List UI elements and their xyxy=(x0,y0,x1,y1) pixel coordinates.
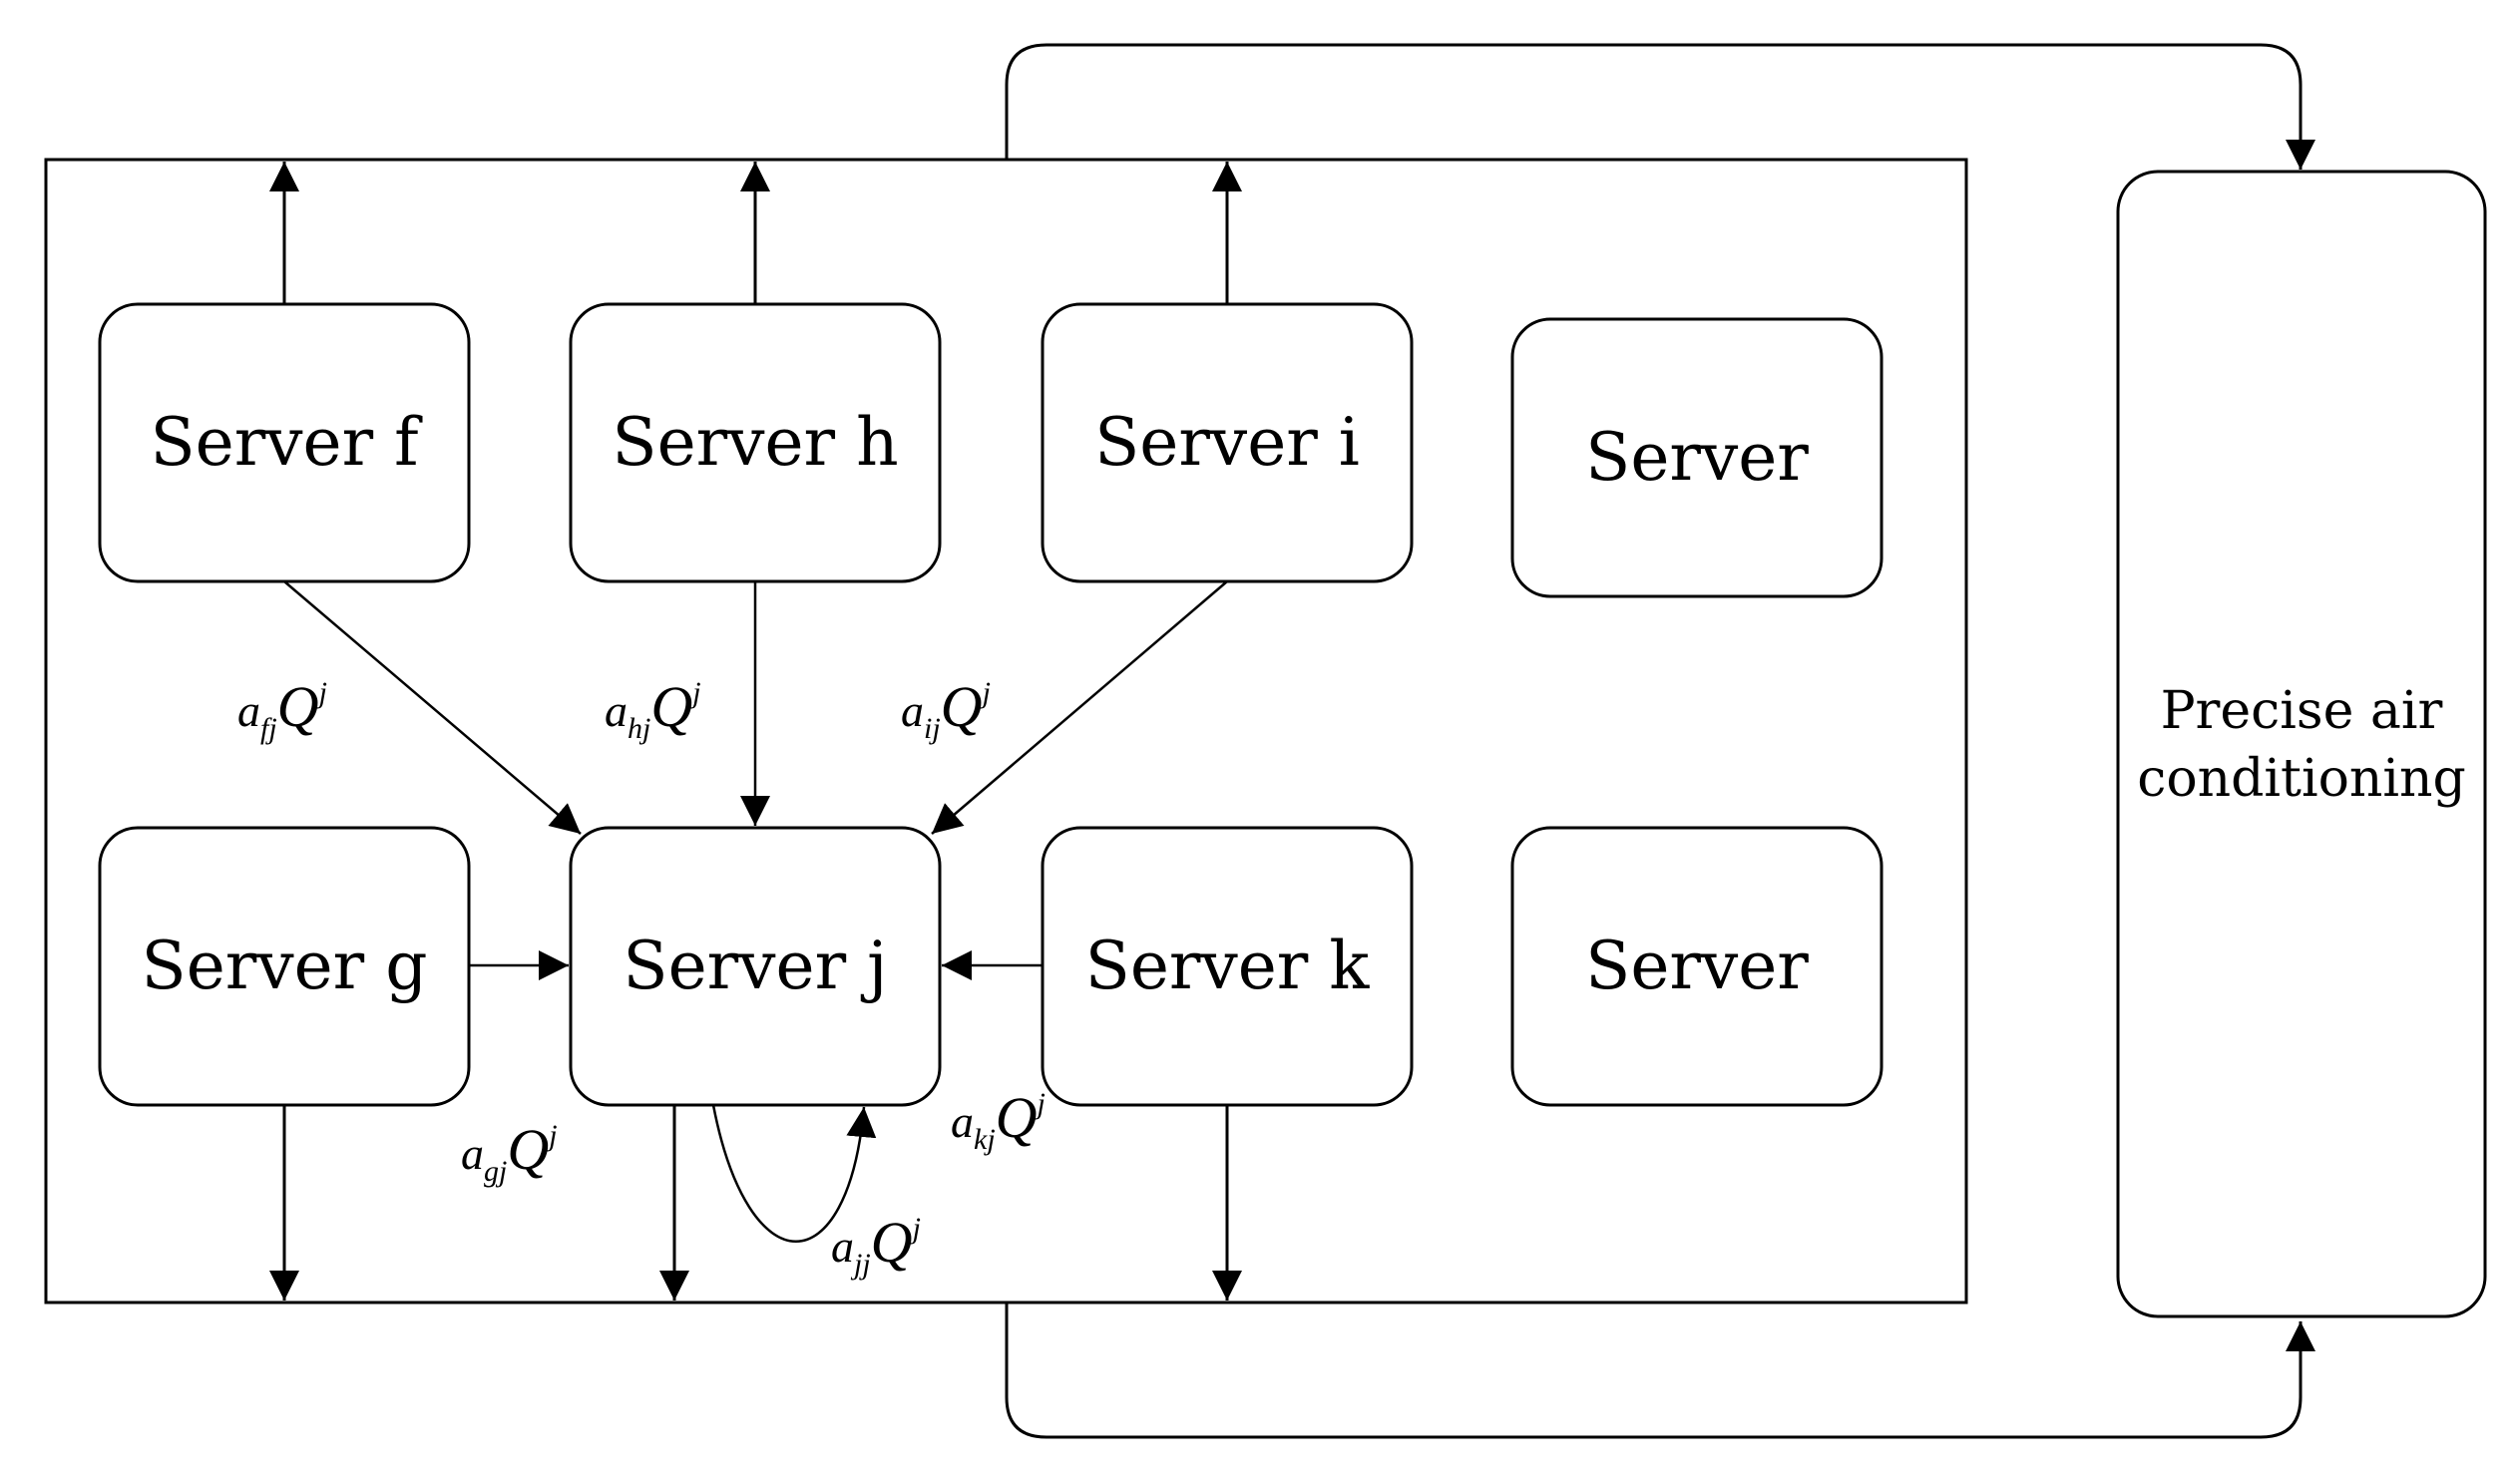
arrow-i-to-j xyxy=(931,580,1228,835)
server-i-label: Server i xyxy=(1094,404,1360,481)
coef-hj-label: ahjQj xyxy=(605,674,701,745)
server-j-label: Server j xyxy=(623,928,887,1004)
server-top-right-label: Server xyxy=(1585,419,1809,496)
coef-kj-label: akjQj xyxy=(951,1085,1046,1156)
coef-fj-label: afjQj xyxy=(237,674,327,745)
server-bottom-right-label: Server xyxy=(1585,928,1809,1004)
coef-ij-label: aijQj xyxy=(901,674,991,745)
server-g-label: Server g xyxy=(142,928,428,1004)
arrow-f-to-j xyxy=(283,580,582,835)
arrow-j-self-loop xyxy=(711,1104,877,1243)
server-k-label: Server k xyxy=(1085,928,1371,1004)
server-bottom-right-box xyxy=(1510,826,1884,1107)
server-f-label: Server f xyxy=(150,404,423,481)
server-top-right-box xyxy=(1510,317,1884,598)
server-h-label: Server h xyxy=(612,404,898,481)
coef-gj-label: agjQj xyxy=(461,1117,558,1188)
air-return-path-top xyxy=(1005,43,2315,170)
air-conditioner-label-line1: Precise air xyxy=(2161,681,2443,741)
coef-jj-label: ajjQj xyxy=(831,1210,921,1281)
air-conditioner-box xyxy=(2116,170,2487,1318)
air-supply-path-bottom xyxy=(1005,1302,2315,1439)
server-j-box xyxy=(569,826,942,1107)
air-conditioner-label-line2: conditioning xyxy=(2137,749,2466,809)
